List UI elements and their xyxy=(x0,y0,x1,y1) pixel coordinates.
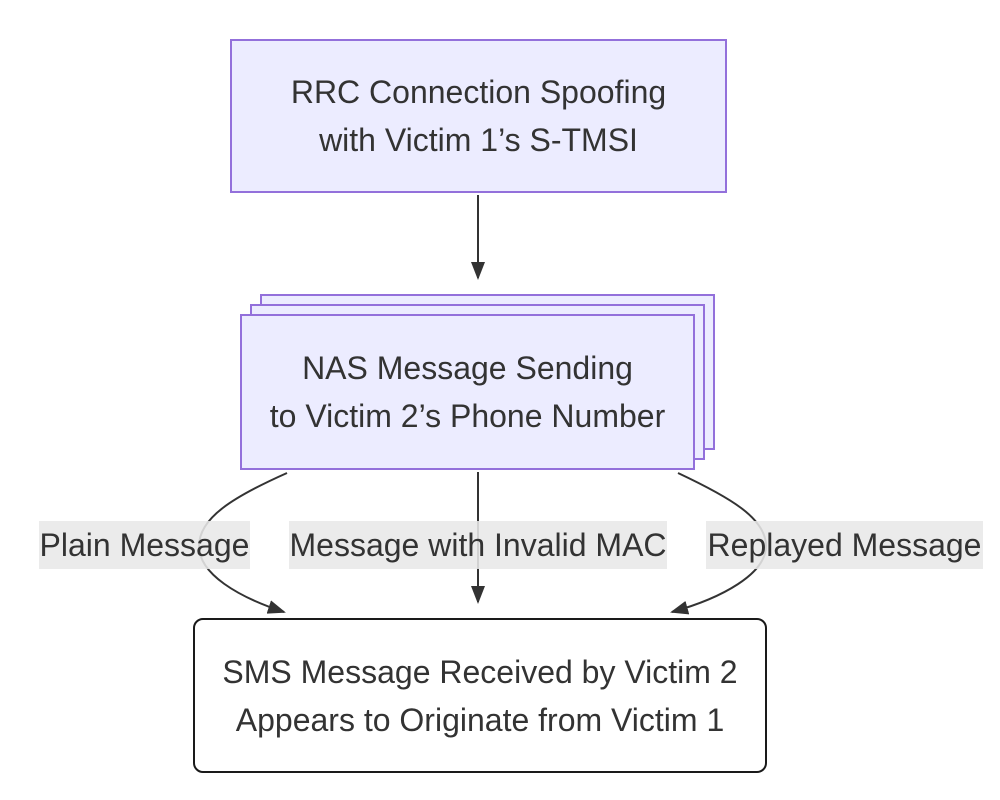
edge-label-message-with-invalid-mac: Message with Invalid MAC xyxy=(289,521,667,569)
node-sms-message-received: SMS Message Received by Victim 2 Appears… xyxy=(193,618,767,773)
node-nas-message-sending: NAS Message Sending to Victim 2’s Phone … xyxy=(240,314,695,470)
node-text-line: NAS Message Sending xyxy=(302,350,633,386)
node-text-line: to Victim 2’s Phone Number xyxy=(269,398,666,434)
node-rrc-connection-spoofing: RRC Connection Spoofing with Victim 1’s … xyxy=(230,39,727,193)
edge-label-replayed-message: Replayed Message xyxy=(706,521,983,569)
edge-label-plain-message: Plain Message xyxy=(39,521,250,569)
edge-label-text: Message with Invalid MAC xyxy=(289,527,667,563)
node-text-line: Appears to Originate from Victim 1 xyxy=(235,701,725,738)
node-text-line: with Victim 1’s S-TMSI xyxy=(319,122,638,158)
node-text-line: RRC Connection Spoofing xyxy=(290,74,667,110)
edge-label-text: Plain Message xyxy=(39,527,250,563)
node-text-line: SMS Message Received by Victim 2 xyxy=(222,653,738,690)
edge-label-text: Replayed Message xyxy=(707,527,982,563)
